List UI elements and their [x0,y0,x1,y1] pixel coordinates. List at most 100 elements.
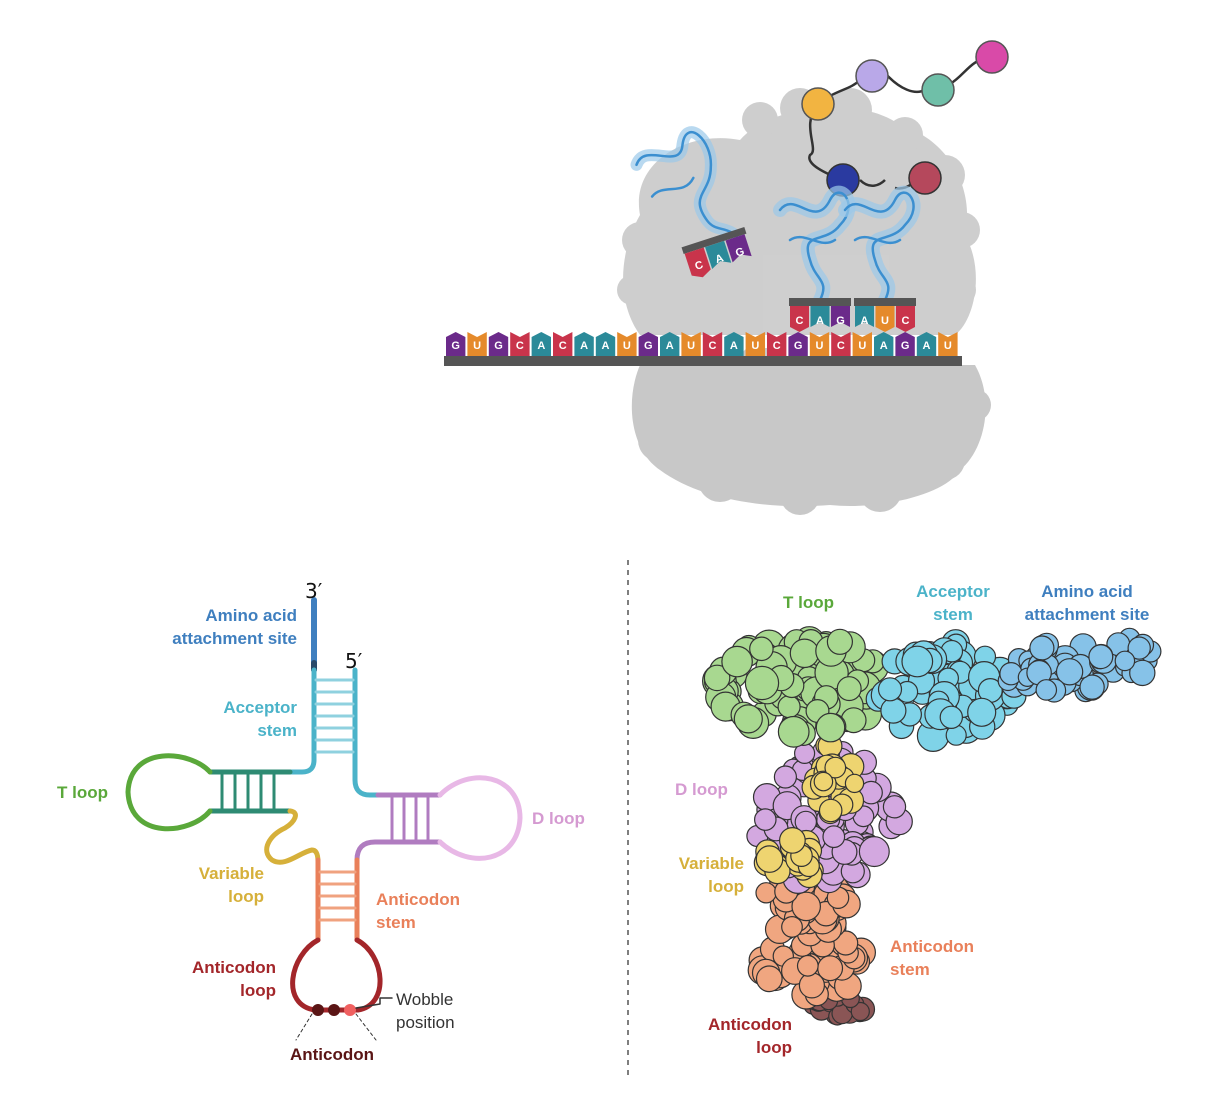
svg-text:A: A [714,252,725,266]
svg-text:A: A [602,340,610,352]
svg-text:U: U [816,340,824,352]
anticodon-loop-3d-label: loop [756,1038,792,1057]
amino-acid-bead [921,73,955,107]
t-loop-label: T loop [57,783,108,802]
anticodon-loop-3d-label: Anticodon [708,1015,792,1034]
exiting-trna [630,126,747,248]
nucleotide-G: G [638,332,658,356]
three-prime-label: 3′ [305,579,323,603]
svg-text:G: G [836,315,845,327]
svg-text:C: C [773,340,781,352]
anticodon-stem-3d [755,863,861,945]
anticodon-backbone [789,298,851,306]
variable-loop-label: loop [228,887,264,906]
t-loop [125,753,213,832]
nucleotide-A: A [916,332,937,356]
nucleotide-G: G [895,332,915,356]
nucleotide-U: U [875,306,895,332]
wobble-position-label: Wobble [396,990,453,1009]
anticodon-backbone [854,298,916,306]
svg-text:U: U [473,340,481,352]
amino-acid-site-3d [1088,627,1162,687]
cloverleaf-structure [125,597,523,1041]
amino-acid-site-3d-label: Amino acid [1041,582,1133,601]
anticodon-backbone [681,226,747,255]
five-prime-label: 5′ [345,649,363,673]
amino-acid-bead [975,40,1009,74]
svg-text:G: G [451,340,460,352]
t-loop-3d-label: T loop [783,593,834,612]
acceptor-stem [287,667,381,798]
d-loop [437,775,523,861]
svg-text:A: A [923,340,931,352]
svg-text:A: A [730,340,738,352]
svg-text:A: A [816,315,824,327]
amino-acid-site-3d [997,632,1126,703]
p-site-trna [773,185,856,307]
nucleotide-C: C [790,306,809,332]
svg-text:U: U [687,340,695,352]
nucleotide-C: C [831,332,851,356]
svg-text:C: C [796,315,804,327]
svg-text:C: C [837,340,845,352]
anticodon-stem-3d-label: stem [890,960,930,979]
a-site-trna [838,185,921,307]
amino-acid-site-label: attachment site [172,629,297,648]
nucleotide-A: A [660,332,680,356]
acceptor-stem-3d-label: stem [933,605,973,624]
nucleotide-C: C [510,332,530,356]
t-stem [207,769,293,814]
nucleotide-G: G [725,234,752,263]
wobble-position-label: position [396,1013,455,1032]
nucleotide-C: C [896,306,915,332]
anticodon-loop-label: loop [240,981,276,1000]
nucleotide-U: U [938,332,958,356]
anticodon-base [312,1004,324,1016]
wobble-base [344,1004,356,1016]
svg-text:C: C [693,259,704,273]
svg-text:A: A [537,340,545,352]
variable-loop-3d-label: Variable [679,854,744,873]
acceptor-stem-label: stem [257,721,297,740]
anticodon-stem-label: Anticodon [376,890,460,909]
mrna-backbone [444,356,962,366]
svg-text:U: U [858,340,866,352]
svg-text:G: G [644,340,653,352]
nucleotide-U: U [617,332,637,356]
t-loop-3d [702,626,889,748]
nucleotide-A: A [855,306,874,327]
trna-ribbons [630,126,921,307]
d-loop-label: D loop [532,809,585,828]
amino-acid-site-3d-label: attachment site [1025,605,1150,624]
variable-loop-3d-label: loop [708,877,744,896]
ribosome-small-subunit [631,348,991,515]
svg-text:A: A [580,340,588,352]
nucleotide-A: A [724,332,744,356]
nucleotide-A: A [595,332,616,356]
nucleotide-C: C [702,332,723,356]
nucleotide-A: A [810,306,830,327]
nascent-peptide [801,40,1009,197]
svg-text:G: G [901,340,910,352]
anticodon-stem-label: stem [376,913,416,932]
anticodon-base [328,1004,340,1016]
svg-text:U: U [881,315,889,327]
d-stem [354,792,443,863]
svg-text:A: A [880,340,888,352]
nucleotide-U: U [467,332,487,356]
svg-text:U: U [623,340,631,352]
nucleotide-U: U [681,332,701,356]
nucleotide-C: C [767,332,787,356]
cloverleaf-labels: 3′ 5′ Amino acid attachment site Accepto… [57,579,585,1064]
nucleotide-A: A [574,332,594,356]
svg-text:C: C [709,340,717,352]
variable-loop-3d [801,733,865,825]
amino-acid-bead [855,59,889,93]
amino-acid-site-label: Amino acid [205,606,297,625]
anticodon-loop-label: Anticodon [192,958,276,977]
